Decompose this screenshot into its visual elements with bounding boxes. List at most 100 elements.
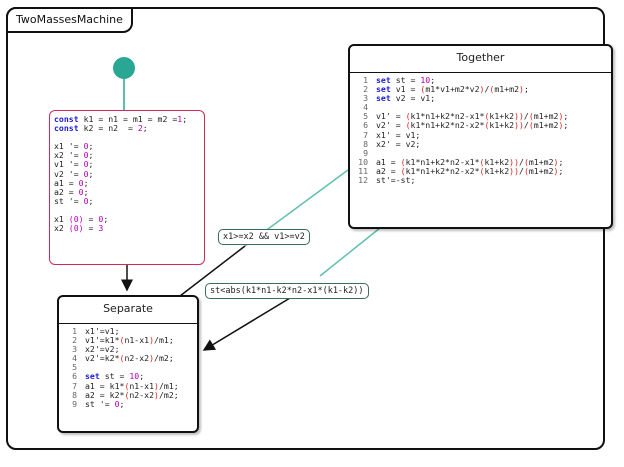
- code-token: /m1;: [158, 380, 179, 391]
- line-number: 10: [358, 156, 368, 167]
- together-to-separate-line-teal: [319, 227, 381, 277]
- line-number: 4: [363, 102, 368, 113]
- code-token: x2' = v2;: [376, 138, 421, 149]
- code-token: 2: [137, 123, 143, 134]
- code-token: v2'=k2*: [85, 353, 120, 364]
- initial-code: const k1 = n1 = m1 = m2 =1;const k2 = n2…: [54, 114, 187, 233]
- line-number: 9: [72, 398, 77, 409]
- code-token: (: [400, 165, 406, 176]
- initial-code-line: x2 (0) = 3: [54, 224, 187, 233]
- code-token: ;: [563, 111, 569, 122]
- code-token: ;: [558, 165, 564, 176]
- initial-code-line: const k2 = n2 = 2;: [54, 124, 187, 133]
- code-token: (: [484, 111, 490, 122]
- code-token: ;: [88, 150, 94, 161]
- code-token: k1*n1+k2*n2-x1*: [410, 111, 485, 122]
- code-token: 0: [98, 214, 104, 225]
- code-token: k1+k2: [489, 120, 515, 131]
- code-token: (: [124, 389, 130, 400]
- initial-action-box[interactable]: const k1 = n1 = m1 = m2 =1;const k2 = n2…: [49, 110, 205, 265]
- code-token: )): [509, 165, 519, 176]
- code-token: const: [54, 123, 79, 134]
- initial-state-dot[interactable]: [113, 57, 135, 79]
- code-token: n1-x1: [124, 335, 150, 346]
- separate-to-together-line-dark: [179, 245, 246, 297]
- line-number: 3: [72, 344, 77, 355]
- code-token: ): [149, 335, 155, 346]
- code-token: ;: [83, 177, 89, 188]
- guard-label-to-separate[interactable]: st<abs(k1*n1-k2*n2-x1*(k1-k2)): [205, 283, 369, 299]
- code-token: 0: [78, 177, 84, 188]
- code-token: /: [523, 120, 529, 131]
- state-title-together: Together: [350, 46, 611, 73]
- line-number: 6: [72, 371, 77, 382]
- code-token: (: [523, 165, 529, 176]
- code-token: x1 '=: [54, 141, 84, 152]
- line-number: 8: [363, 138, 368, 149]
- code-token: v1 =: [390, 84, 421, 95]
- code-token: st '=: [54, 195, 84, 206]
- code-token: (: [528, 120, 534, 131]
- code-token: set: [376, 93, 391, 104]
- code-token: k1*n1+k2*n2-x1*: [405, 156, 480, 167]
- code-token: (0): [68, 223, 84, 234]
- code-token: x2'=v2;: [85, 344, 120, 355]
- code-token: a1 =: [376, 156, 401, 167]
- code-token: k1+k2: [484, 165, 510, 176]
- code-token: v1'=k1*: [85, 335, 120, 346]
- code-token: m1+m2: [494, 84, 520, 95]
- line-number: 2: [363, 84, 368, 95]
- initial-code-line: v2 '= 0;: [54, 169, 187, 179]
- code-token: ;: [558, 156, 564, 167]
- code-token: ;: [139, 371, 145, 382]
- code-token: (: [528, 111, 534, 122]
- code-token: 0: [83, 195, 89, 206]
- code-token: const: [54, 114, 79, 124]
- code-token: ): [479, 84, 485, 95]
- line-number: 7: [72, 380, 77, 391]
- code-token: (: [489, 84, 495, 95]
- initial-code-line: a2 = 0;: [54, 186, 187, 197]
- code-token: (: [124, 380, 130, 391]
- initial-code-line: x1 '= 0;: [54, 142, 187, 151]
- code-token: a2 =: [54, 186, 79, 197]
- initial-code-line: a1 = 0;: [54, 177, 187, 188]
- code-token: 0: [78, 186, 84, 197]
- code-token: 0: [83, 150, 89, 161]
- line-number: 2: [72, 335, 77, 346]
- code-token: 0: [83, 141, 89, 152]
- code-token: (: [479, 156, 485, 167]
- line-number: 5: [72, 362, 77, 373]
- code-token: a2 = k2*: [85, 389, 125, 400]
- code-token: /m1;: [154, 335, 174, 346]
- code-token: ;: [103, 214, 109, 225]
- code-token: a1 = k1*: [85, 380, 125, 391]
- code-token: ;: [563, 120, 569, 131]
- code-token: =: [83, 214, 99, 225]
- code-token: ;: [88, 141, 94, 152]
- initial-code-line: x2 '= 0;: [54, 151, 187, 160]
- code-token: 10: [420, 75, 431, 85]
- code-token: /m2;: [158, 389, 179, 400]
- code-token: x1: [54, 214, 69, 225]
- line-number: 4: [72, 353, 77, 364]
- together-code-line: 9: [354, 148, 568, 158]
- code-token: k1+k2: [489, 111, 515, 122]
- code-token: (: [405, 111, 411, 122]
- code-token: ): [149, 353, 155, 364]
- code-token: a1 =: [54, 177, 79, 188]
- code-token: ): [558, 120, 564, 131]
- code-token: (: [405, 120, 411, 131]
- guard-label-to-together[interactable]: x1>=x2 && v1>=v2: [218, 229, 310, 245]
